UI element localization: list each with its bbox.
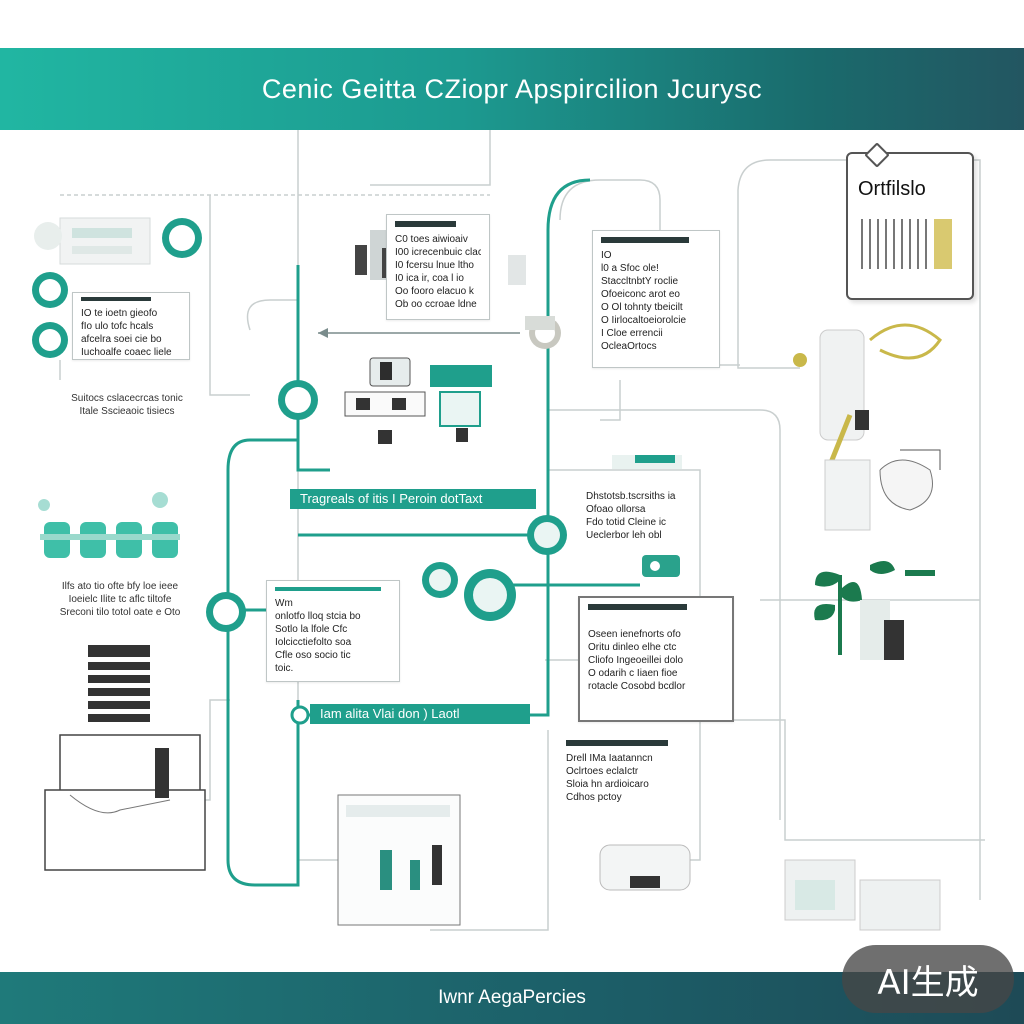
ai-generated-badge: AI生成 <box>842 945 1014 1013</box>
card-line: C0 toes aiwioaiv <box>395 234 468 245</box>
card-upper-mid: C0 toes aiwioaiv I00 icrecenbuic clac I0… <box>386 214 490 320</box>
arrow-head-icon <box>318 328 328 338</box>
card-line: Dhstotsb.tscrsiths ia <box>586 491 676 502</box>
card-line: Oo fooro elacuo k <box>395 286 474 297</box>
footer-text: Iwnr AegaPercies <box>438 987 586 1008</box>
card-line: IO te ioetn gieofo <box>81 308 158 319</box>
note-line: Sreconi tilo totol oate e Oto <box>59 607 181 618</box>
label-bar-mid: Tragreals of itis I Peroin dotTaxt <box>290 489 536 509</box>
card-line: Iuchoalfe coaec liele <box>81 347 172 358</box>
node-olive-icon <box>793 353 807 367</box>
card-line: Iolcicctiefolto soa <box>275 637 352 648</box>
node-ring-icon <box>290 705 310 725</box>
note-line: Ioeielc Ilite tc aflc tiltofe <box>68 594 172 605</box>
page-title: Cenic Geitta CZiopr Apspircilion Jcurysc <box>261 73 763 104</box>
card-line: I Cloe errencii <box>601 328 663 339</box>
card-line: Fdo totid Cleine ic <box>586 517 667 528</box>
note-line: Ilfs ato tio ofte bfy loe ieee <box>61 581 179 592</box>
card-line: O odarih c Iiaen fioe <box>588 668 678 679</box>
card-line: Ofoao ollorsa <box>586 504 646 515</box>
card-line: Ofoeiconc arot eo <box>601 289 680 300</box>
card-line: Oclrtoes eclaIctr <box>566 766 639 777</box>
card-line: onlotfo lloq stcia bo <box>275 611 361 622</box>
card-left: IO te ioetn gieofo fIo ulo tofc hcals af… <box>72 292 190 360</box>
note-left-mid: Ilfs ato tio ofte bfy loe ieee Ioeielc I… <box>30 580 210 619</box>
portfolio-card: Ortfilslo <box>846 142 974 300</box>
card-line: I00 icrecenbuic clac <box>395 247 481 258</box>
card-line: Cliofo Ingeoeillei dolo <box>588 655 684 666</box>
card-line: O Ol tohnty tbeicilt <box>601 302 683 313</box>
portfolio-title: Ortfilslo <box>858 178 926 200</box>
card-line: Drell IMa Iaatanncn <box>566 753 653 764</box>
card-line: StaccltnbtY roclie <box>601 276 679 287</box>
card-line: O Iirlocaltoeiorolcie <box>601 315 687 326</box>
card-line: I0 fcersu lnue ltho <box>395 260 474 271</box>
flow-node-icons <box>32 218 807 725</box>
card-line: rotacle Cosobd bcdlor <box>588 681 686 692</box>
card-line: Cdhos pctoy <box>566 792 622 803</box>
card-line: Oseen ienefnorts ofo <box>588 629 681 640</box>
card-line: Ob oo ccroae ldne <box>395 299 477 310</box>
label-bar-lower: Iam alita Vlai don ) Laotl <box>310 704 530 724</box>
card-line: Wm <box>275 598 293 609</box>
card-line: Cfle oso socio tic <box>275 650 351 661</box>
note-line: Suitocs cslacecrcas tonic <box>71 393 183 404</box>
card-mid-center: Wm onlotfo lloq stcia bo Sotlo la lfole … <box>266 580 400 682</box>
card-upper-right: IO l0 a Sfoc ole! StaccltnbtY roclie Ofo… <box>592 230 720 368</box>
card-line: OcleaOrtocs <box>601 341 657 352</box>
note-left: Suitocs cslacecrcas tonic Itale Sscieaoi… <box>52 392 202 418</box>
card-mid-right: Dhstotsb.tscrsiths ia Ofoao ollorsa Fdo … <box>578 488 692 546</box>
card-line: fIo ulo tofc hcals <box>81 321 154 332</box>
card-line: Ueclerbor leh obl <box>586 530 662 541</box>
card-line: Oritu dinleo elhe ctc <box>588 642 677 653</box>
card-line: I0 ica ir, coa l io <box>395 273 464 284</box>
card-line: IO <box>601 250 612 261</box>
card-line: toic. <box>275 663 294 674</box>
card-line: Sotlo la lfole Cfc <box>275 624 348 635</box>
illustration-machines <box>34 217 942 931</box>
card-bottom-center: Drell IMa Iaatanncn Oclrtoes eclaIctr Sl… <box>558 740 694 810</box>
note-line: Itale Sscieaoic tisiecs <box>79 406 175 417</box>
card-lower-right: Oseen ienefnorts ofo Oritu dinleo elhe c… <box>578 596 734 722</box>
card-line: l0 a Sfoc ole! <box>601 263 659 274</box>
card-line: Sloia hn ardioicaro <box>566 779 649 790</box>
card-line: afcelra soei cie bo <box>81 334 162 345</box>
portfolio-bars-icon <box>861 219 952 269</box>
header-banner: Cenic Geitta CZiopr Apspircilion Jcurysc <box>0 48 1024 130</box>
